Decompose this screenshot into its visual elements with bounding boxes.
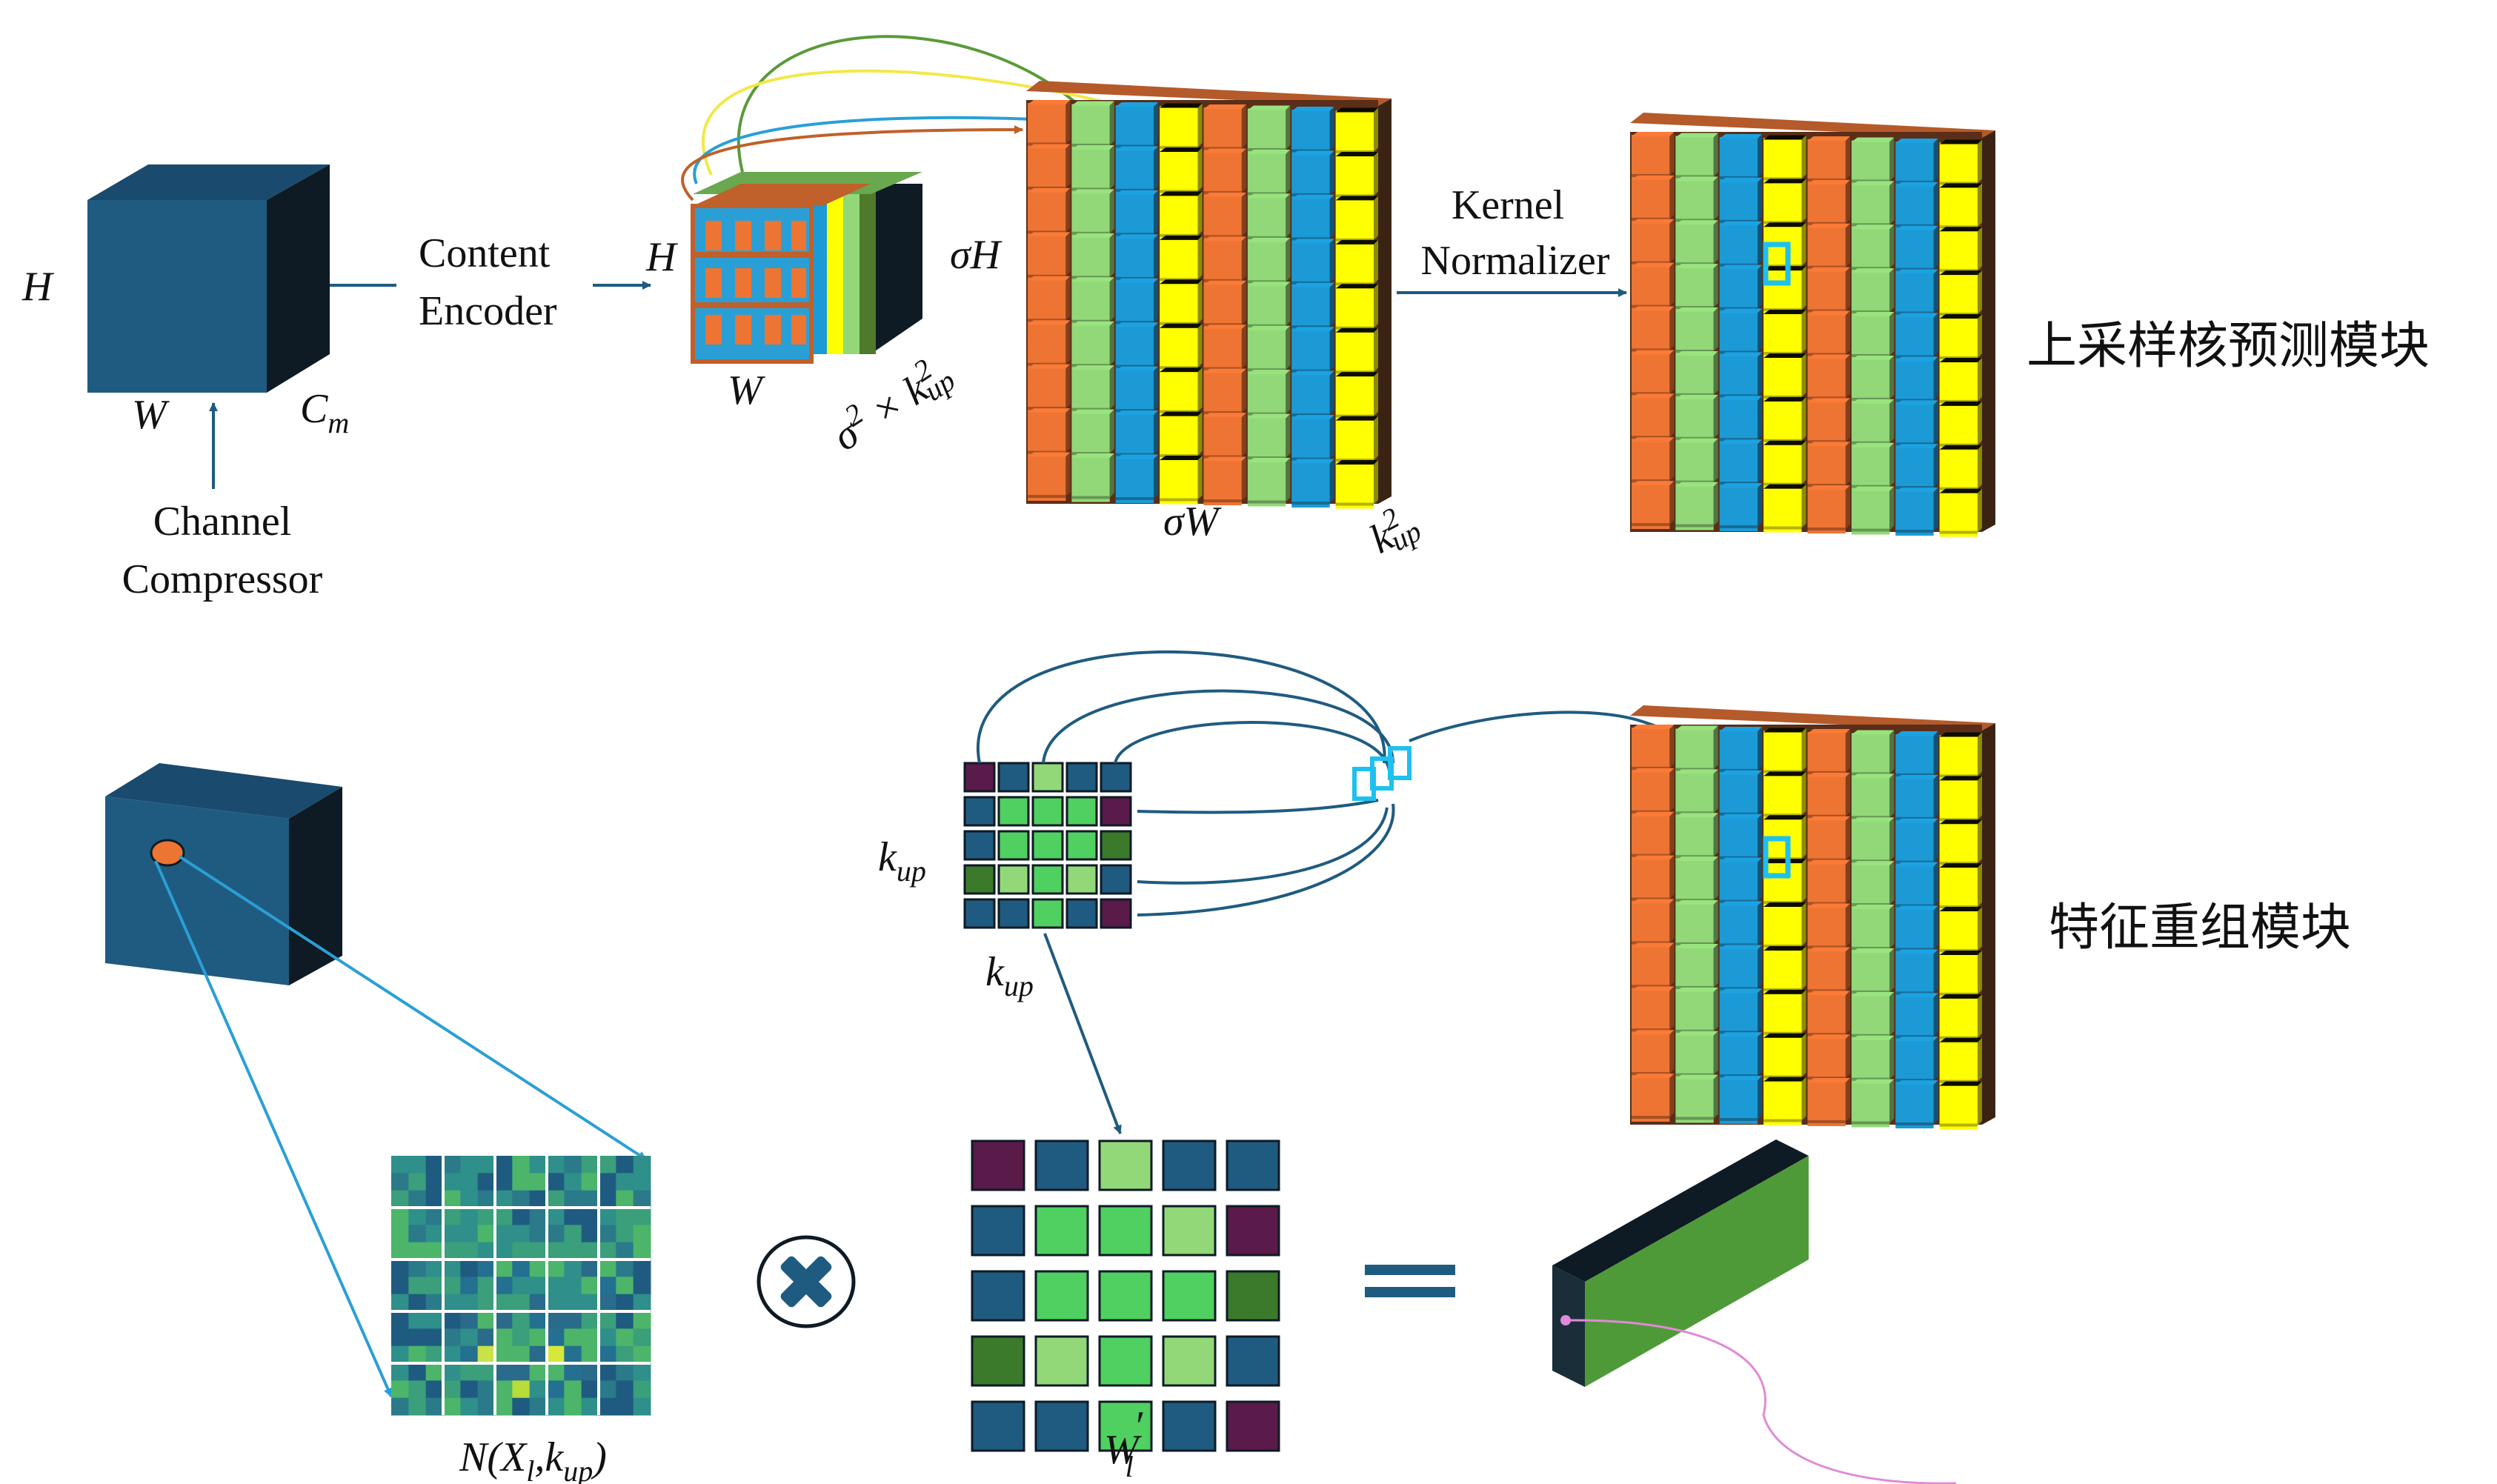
channel-curve-orange (681, 125, 1023, 202)
neighborhood-patch (391, 1156, 651, 1416)
neighborhood-arrow-right (178, 855, 648, 1161)
kernel-arc-5 (1137, 807, 1389, 885)
neighborhood-arrow-left (154, 860, 393, 1397)
sigma-w-label: σW (1163, 499, 1222, 545)
kernel-arc-6 (1137, 803, 1395, 916)
encoded-h-label: H (645, 234, 678, 280)
kernel-arc-1 (976, 651, 1386, 764)
kernel-to-weights-arrow (1043, 933, 1122, 1134)
kernel-prediction-module-label: 上采样核预测模块 (2026, 317, 2430, 376)
input-feature-cube (87, 164, 330, 393)
kernel-normalizer-label-line1: Kernel (1452, 182, 1564, 228)
kernel-arc-3 (1114, 721, 1391, 771)
reassembly-kernel-grid (1630, 705, 1995, 1130)
feature-reassembly-module-label: 特征重组模块 (2049, 899, 2351, 957)
kup-left-label: kup (878, 834, 926, 888)
encoded-w-label: W (728, 367, 765, 413)
source-feature-cube (105, 763, 342, 985)
neighborhood-label: N(Xl,kup) (459, 1434, 607, 1484)
multiply-operator (757, 1235, 856, 1328)
equals-operator (1365, 1265, 1455, 1297)
cube-h-label: H (21, 264, 54, 310)
kernel-location-marker (1352, 746, 1412, 801)
kernel-weights (971, 1139, 1280, 1452)
kernel-small (963, 762, 1132, 929)
channel-compressor-label-line2: Compressor (122, 556, 323, 602)
cube-w-label: W (132, 392, 170, 438)
weights-label: Wl′ (1104, 1403, 1143, 1483)
content-encoder-label-line2: Encoder (419, 288, 557, 334)
content-encoder-label-line1: Content (419, 230, 551, 276)
sigma-h-label: σH (950, 232, 1003, 278)
output-feature-bar (1552, 1139, 1809, 1387)
normalized-kernel-grid (1630, 113, 1995, 537)
channel-compressor-label-line1: Channel (153, 499, 292, 545)
channel-curve-green (737, 35, 1091, 173)
cube-cm-label: Cm (300, 386, 349, 439)
sample-location-point (150, 839, 185, 867)
sigma-k-label: σ2 × k2up (821, 345, 961, 462)
output-pixel-curve (1565, 1319, 1957, 1484)
kernel-arc-2 (1042, 689, 1394, 764)
kernel-normalizer-label-line2: Normalizer (1421, 238, 1610, 284)
kup-bottom-label: kup (985, 949, 1034, 1002)
kernel-arc-4 (1137, 799, 1379, 814)
upsampled-kernel-grid (1026, 81, 1392, 509)
encoded-kernel-stack (691, 172, 922, 364)
